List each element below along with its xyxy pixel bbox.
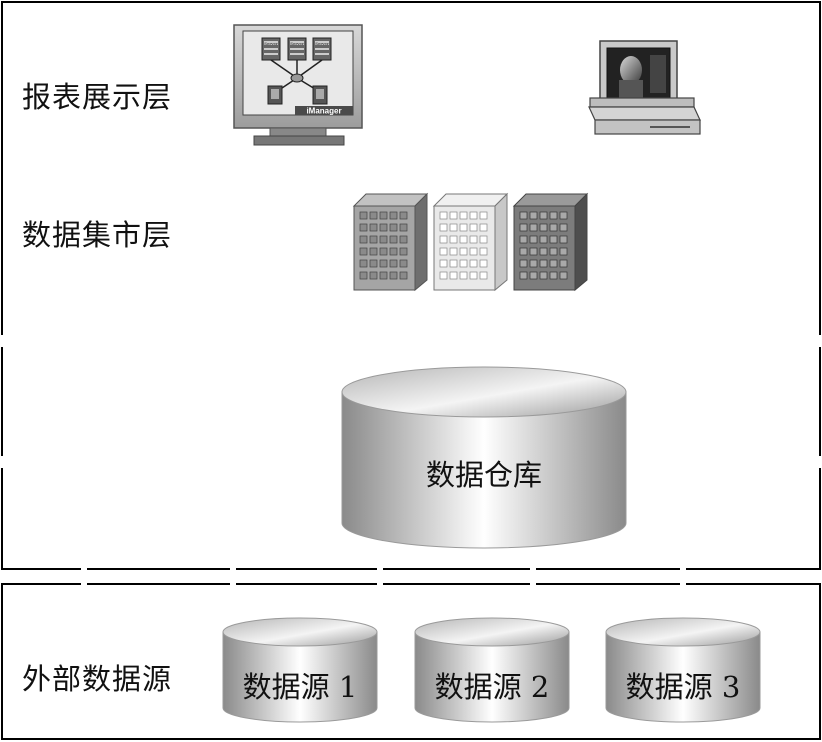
- source-label-2: 数据源 2: [434, 670, 550, 704]
- dash-gap: [816, 335, 822, 347]
- server-icon: Server: [261, 37, 281, 61]
- source-cylinder: [414, 617, 570, 723]
- data-mart-building-icon: [432, 192, 509, 292]
- imanager-monitor-icon: Server Server Server iManager: [233, 24, 363, 146]
- server-tag: Server: [315, 41, 329, 46]
- dash-gap: [81, 566, 87, 588]
- dash-gap: [230, 566, 236, 588]
- warehouse-cylinder: [341, 366, 627, 549]
- imanager-brand: iManager: [306, 107, 341, 116]
- server-tag: Server: [264, 41, 278, 46]
- dash-gap: [0, 335, 6, 347]
- dash-gap: [816, 456, 822, 468]
- server-tag: Server: [290, 41, 304, 46]
- layer-label-external: 外部数据源: [22, 662, 173, 696]
- server-icon: Server: [312, 37, 332, 61]
- warehouse-label: 数据仓库: [425, 458, 542, 492]
- data-mart-building-icon: [352, 192, 429, 292]
- source-cylinder: [605, 617, 761, 723]
- layer-label-mart: 数据集市层: [22, 218, 173, 252]
- source-cylinder: [222, 617, 378, 723]
- source-label-1: 数据源 1: [242, 670, 358, 704]
- data-mart-building-icon: [512, 192, 589, 292]
- dash-gap: [530, 566, 536, 588]
- dash-gap: [0, 456, 6, 468]
- layer-label-report: 报表展示层: [22, 80, 173, 114]
- source-label-3: 数据源 3: [625, 670, 741, 704]
- dash-gap: [377, 566, 383, 588]
- desktop-computer-icon: [588, 40, 701, 135]
- dash-gap: [680, 566, 686, 588]
- server-icon: Server: [287, 37, 307, 61]
